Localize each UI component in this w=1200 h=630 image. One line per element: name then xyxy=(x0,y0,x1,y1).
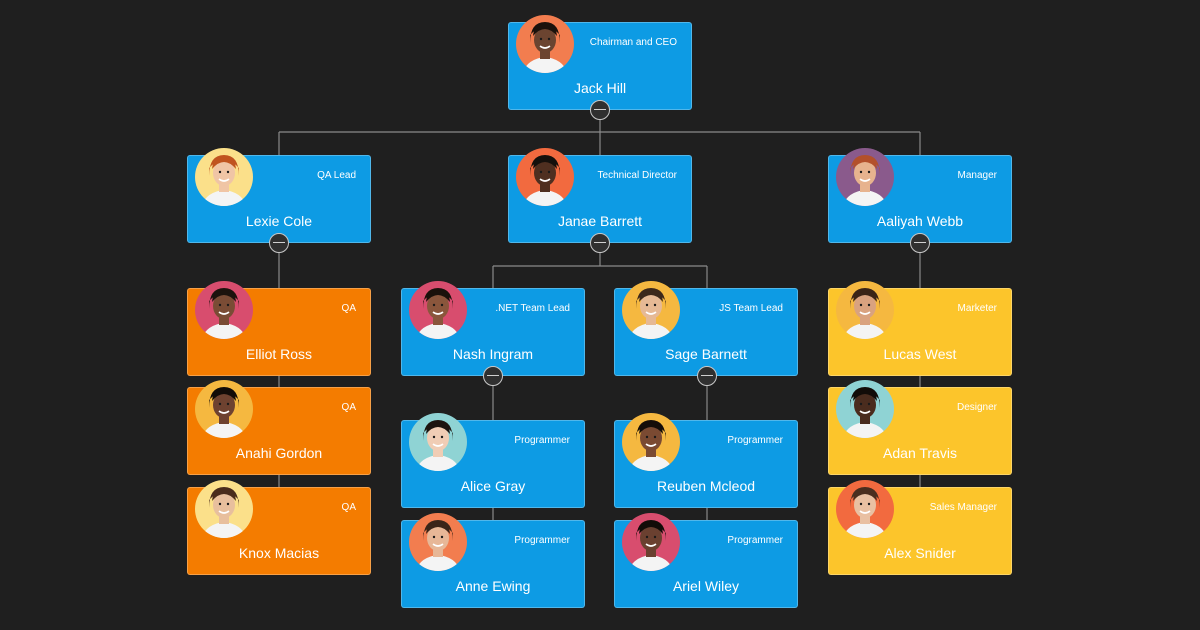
employee-card-janae[interactable]: Technical Director Janae Barrett xyxy=(508,148,692,243)
avatar xyxy=(836,281,894,339)
employee-card-reuben[interactable]: Programmer Reuben Mcleod xyxy=(614,413,798,508)
avatar xyxy=(409,281,467,339)
employee-name: Aaliyah Webb xyxy=(876,213,964,229)
employee-name: Lucas West xyxy=(883,346,957,362)
employee-card-knox[interactable]: QA Knox Macias xyxy=(187,480,371,575)
employee-card-adan[interactable]: Designer Adan Travis xyxy=(828,380,1012,475)
employee-name: Anahi Gordon xyxy=(235,445,323,461)
job-title: Sales Manager xyxy=(929,502,997,513)
employee-card-sage[interactable]: JS Team Lead Sage Barnett xyxy=(614,281,798,376)
avatar xyxy=(195,148,253,206)
avatar xyxy=(516,148,574,206)
employee-name: Ariel Wiley xyxy=(672,578,740,594)
avatar xyxy=(516,15,574,73)
employee-name: Alice Gray xyxy=(460,478,526,494)
job-title: QA xyxy=(341,402,356,413)
employee-name: Knox Macias xyxy=(238,545,320,561)
avatar xyxy=(622,413,680,471)
employee-card-anahi[interactable]: QA Anahi Gordon xyxy=(187,380,371,475)
job-title: Programmer xyxy=(514,535,570,546)
job-title: Programmer xyxy=(514,435,570,446)
employee-name: Lexie Cole xyxy=(245,213,313,229)
job-title: Programmer xyxy=(727,435,783,446)
employee-name: Jack Hill xyxy=(573,80,627,96)
avatar xyxy=(836,480,894,538)
employee-name: Alex Snider xyxy=(884,545,956,561)
job-title: QA xyxy=(341,303,356,314)
avatar xyxy=(409,513,467,571)
collapse-toggle-button[interactable] xyxy=(483,366,503,386)
employee-name: Sage Barnett xyxy=(665,346,747,362)
avatar xyxy=(195,281,253,339)
job-title: Manager xyxy=(957,170,997,181)
employee-card-alex[interactable]: Sales Manager Alex Snider xyxy=(828,480,1012,575)
employee-card-ariel[interactable]: Programmer Ariel Wiley xyxy=(614,513,798,608)
employee-card-nash[interactable]: .NET Team Lead Nash Ingram xyxy=(401,281,585,376)
job-title: QA Lead xyxy=(317,170,356,181)
job-title: JS Team Lead xyxy=(719,303,783,314)
employee-name: Anne Ewing xyxy=(455,578,531,594)
employee-card-lucas[interactable]: Marketer Lucas West xyxy=(828,281,1012,376)
collapse-toggle-button[interactable] xyxy=(590,233,610,253)
employee-card-aaliyah[interactable]: Manager Aaliyah Webb xyxy=(828,148,1012,243)
employee-card-anne[interactable]: Programmer Anne Ewing xyxy=(401,513,585,608)
avatar xyxy=(195,480,253,538)
avatar xyxy=(836,380,894,438)
job-title: Designer xyxy=(956,402,997,413)
avatar xyxy=(409,413,467,471)
employee-card-elliot[interactable]: QA Elliot Ross xyxy=(187,281,371,376)
job-title: Programmer xyxy=(727,535,783,546)
employee-name: Reuben Mcleod xyxy=(656,478,756,494)
employee-card-jack[interactable]: Chairman and CEO Jack Hill xyxy=(508,15,692,110)
avatar xyxy=(622,513,680,571)
collapse-toggle-button[interactable] xyxy=(697,366,717,386)
collapse-toggle-button[interactable] xyxy=(910,233,930,253)
job-title: Marketer xyxy=(957,303,997,314)
job-title: Technical Director xyxy=(597,170,677,181)
avatar xyxy=(622,281,680,339)
employee-name: Janae Barrett xyxy=(557,213,643,229)
employee-name: Elliot Ross xyxy=(245,346,313,362)
employee-name: Nash Ingram xyxy=(452,346,534,362)
avatar xyxy=(195,380,253,438)
job-title: Chairman and CEO xyxy=(589,37,677,48)
collapse-toggle-button[interactable] xyxy=(269,233,289,253)
collapse-toggle-button[interactable] xyxy=(590,100,610,120)
employee-name: Adan Travis xyxy=(883,445,957,461)
employee-card-alice[interactable]: Programmer Alice Gray xyxy=(401,413,585,508)
job-title: QA xyxy=(341,502,356,513)
employee-card-lexie[interactable]: QA Lead Lexie Cole xyxy=(187,148,371,243)
avatar xyxy=(836,148,894,206)
job-title: .NET Team Lead xyxy=(495,303,570,314)
